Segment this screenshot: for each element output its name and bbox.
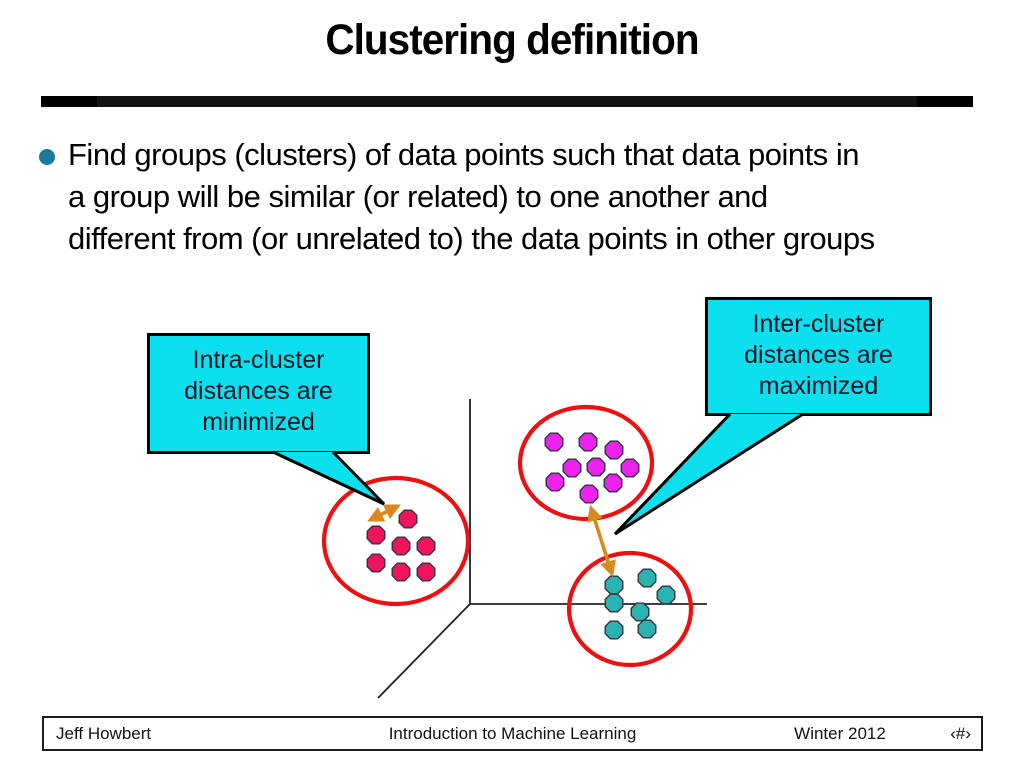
callout-tail xyxy=(613,412,804,536)
distance-arrow xyxy=(367,504,401,522)
callout-intra-line-2: distances are xyxy=(184,377,333,405)
magenta-cluster-point xyxy=(578,432,598,452)
slide-title: Clustering definition xyxy=(325,16,699,64)
callout-inter-cluster: Inter-cluster distances are maximized xyxy=(705,297,932,416)
pink-cluster-point xyxy=(366,553,386,573)
axis-line xyxy=(377,603,471,699)
magenta-cluster-point xyxy=(604,440,624,460)
teal-cluster-point xyxy=(604,593,624,613)
footer-course: Introduction to Machine Learning xyxy=(388,724,637,743)
footer-term: Winter 2012 xyxy=(794,724,886,743)
footer-page-number: ‹#› xyxy=(950,724,971,743)
callout-inter-line-1: Inter-cluster xyxy=(752,310,885,338)
magenta-cluster-point xyxy=(562,458,582,478)
pink-cluster-point xyxy=(416,562,436,582)
magenta-cluster-point xyxy=(544,432,564,452)
cluster-ellipse xyxy=(321,475,471,607)
cluster-ellipse xyxy=(517,404,655,522)
teal-cluster-point xyxy=(637,568,657,588)
magenta-cluster-point xyxy=(620,458,640,478)
callout-intra-line-3: minimized xyxy=(202,408,315,436)
magenta-cluster-point xyxy=(603,473,623,493)
bullet-text: Find groups (clusters) of data points su… xyxy=(68,134,1008,260)
magenta-cluster-point xyxy=(586,457,606,477)
teal-cluster-point xyxy=(604,620,624,640)
bullet-line-1: Find groups (clusters) of data points su… xyxy=(68,137,859,172)
distance-arrow xyxy=(587,504,616,578)
footer-bar: Jeff Howbert Introduction to Machine Lea… xyxy=(42,716,983,751)
teal-cluster-point xyxy=(656,585,676,605)
bullet-icon xyxy=(39,149,55,165)
callout-intra-cluster: Intra-cluster distances are minimized xyxy=(147,333,370,454)
callout-inter-line-3: maximized xyxy=(758,372,879,400)
callout-intra-line-1: Intra-cluster xyxy=(192,346,325,374)
teal-cluster-point xyxy=(604,575,624,595)
pink-cluster-point xyxy=(366,525,386,545)
callout-inter-line-2: distances are xyxy=(744,341,893,369)
pink-cluster-point xyxy=(416,536,436,556)
magenta-cluster-point xyxy=(579,484,599,504)
footer-author: Jeff Howbert xyxy=(56,724,152,743)
callout-tail xyxy=(272,450,386,506)
bullet-line-2: a group will be similar (or related) to … xyxy=(68,179,768,214)
bullet-line-3: different from (or unrelated to) the dat… xyxy=(68,221,875,256)
pink-cluster-point xyxy=(391,562,411,582)
teal-cluster-point xyxy=(637,619,657,639)
cluster-ellipse xyxy=(566,550,694,668)
teal-cluster-point xyxy=(630,602,650,622)
magenta-cluster-point xyxy=(545,472,565,492)
pink-cluster-point xyxy=(391,536,411,556)
pink-cluster-point xyxy=(398,509,418,529)
title-divider-bar xyxy=(41,96,973,107)
